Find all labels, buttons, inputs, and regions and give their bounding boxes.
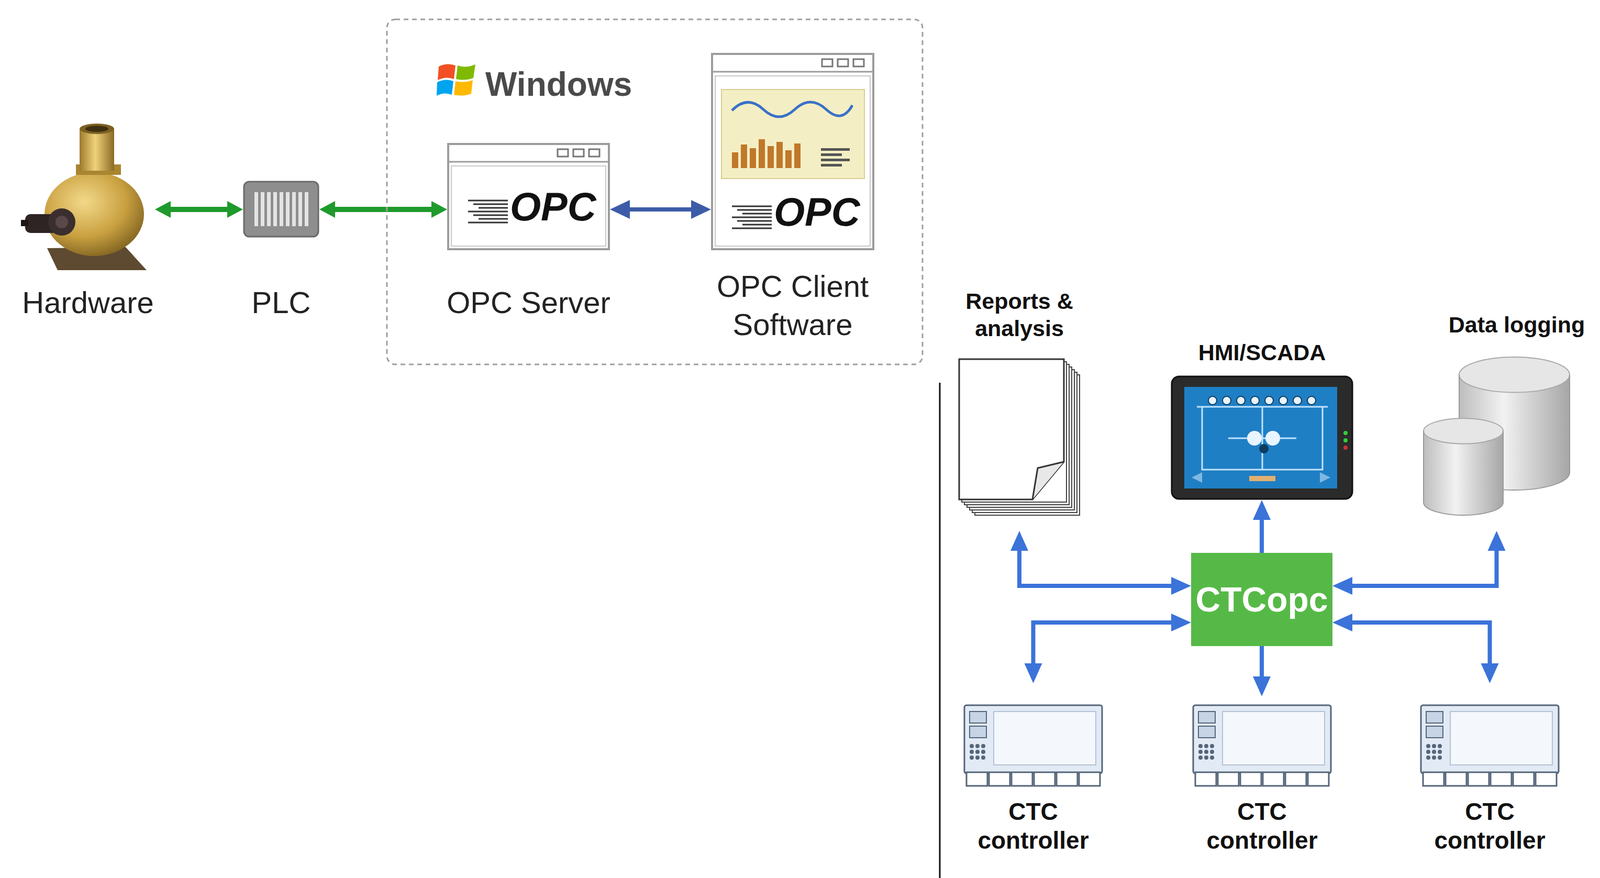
connector — [1010, 530, 1192, 595]
connector-line — [628, 207, 693, 212]
arrow-head — [431, 201, 448, 218]
ctrl-icon — [1192, 704, 1332, 788]
arrow-head — [1024, 663, 1043, 684]
arrow-head — [1252, 500, 1271, 520]
arrow-head — [1171, 613, 1192, 632]
connector — [1252, 646, 1271, 697]
arrow-head — [1332, 576, 1353, 595]
ctrl-icon — [963, 704, 1104, 788]
connector-line — [1351, 622, 1491, 665]
node-label: CTCopc — [1191, 552, 1333, 647]
ctcopc-box: CTCopc — [1191, 552, 1333, 647]
db-icon — [1423, 357, 1570, 516]
arrow-head — [319, 201, 336, 218]
arrow-head — [1171, 576, 1192, 595]
node-label: Data logging — [1432, 310, 1600, 340]
logo-text: OPC — [773, 190, 871, 235]
node-label: HMI/SCADA — [1160, 338, 1364, 368]
separator-line — [939, 382, 941, 878]
connector-line — [1351, 549, 1497, 586]
connector-line — [334, 206, 433, 213]
arrow-head — [1481, 663, 1499, 684]
connector — [1024, 613, 1192, 684]
controller-node: CTC controller — [963, 704, 1104, 788]
connector — [1332, 530, 1506, 595]
connector — [1252, 500, 1271, 553]
plc-icon — [242, 180, 320, 238]
arrow-head — [154, 201, 171, 218]
hardware-icon — [20, 117, 155, 271]
arrow-head — [1010, 530, 1029, 551]
connector-line — [1259, 518, 1264, 553]
arrow-head — [1252, 676, 1271, 697]
connector — [609, 200, 711, 219]
node-label: Hardware — [0, 283, 187, 322]
node-label: OPC Client Software — [687, 267, 898, 344]
controller-node: CTC controller — [1419, 704, 1560, 788]
opc-client-window: OPCOPC Client Software — [710, 52, 875, 251]
node-label: OPC Server — [415, 283, 642, 322]
controller-node: CTC controller — [1192, 704, 1332, 788]
node-label: Reports & analysis — [948, 287, 1091, 342]
hmi-icon — [1170, 375, 1354, 500]
opc-server-window: OPCOPC Server — [447, 142, 610, 251]
hardware-node: Hardware — [20, 117, 155, 271]
arrow-head — [609, 200, 630, 219]
connector-line — [1033, 622, 1173, 665]
arrow-head — [691, 200, 711, 219]
connector — [1332, 613, 1499, 684]
node-label: CTC controller — [1181, 797, 1343, 855]
node-label: CTC controller — [1409, 797, 1571, 855]
hmi-node: HMI/SCADA — [1170, 375, 1354, 500]
logo-text: OPC — [509, 184, 607, 229]
data-logging-node: Data logging — [1423, 357, 1570, 516]
connector — [319, 201, 448, 218]
arrow-head — [227, 201, 243, 218]
arrow-head — [1487, 530, 1506, 551]
windows-region: WindowsOPCOPC ServerOPCOPC Client Softwa… — [385, 18, 924, 366]
connector-line — [1019, 549, 1173, 586]
reports-node: Reports & analysis — [953, 357, 1085, 516]
node-label: PLC — [211, 283, 351, 322]
arrow-head — [1332, 613, 1353, 632]
plc-node: PLC — [242, 180, 320, 238]
doc-icon — [953, 357, 1085, 516]
connector-line — [1259, 646, 1264, 678]
connector — [154, 201, 243, 218]
connector-line — [169, 206, 229, 213]
node-label: Windows — [485, 63, 643, 106]
node-label: CTC controller — [952, 797, 1114, 855]
ctrl-icon — [1419, 704, 1560, 788]
